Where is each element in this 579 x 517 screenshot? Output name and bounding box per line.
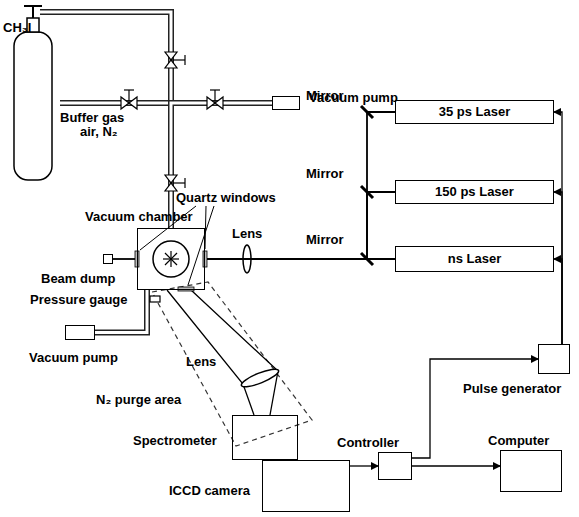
gas-cylinder <box>14 32 52 180</box>
connector <box>554 259 562 344</box>
laser-beam <box>113 259 137 260</box>
connector-line <box>554 259 562 344</box>
part-label: Lens <box>186 354 216 369</box>
controller: Controller <box>378 452 412 480</box>
connector <box>412 466 500 467</box>
laser-beam <box>205 259 395 260</box>
node-label: Spectrometer <box>133 433 217 448</box>
connector <box>554 192 562 344</box>
node-label: Computer <box>488 433 549 448</box>
laser-box: 150 ps Laser <box>395 180 554 204</box>
spectrometer: Spectrometer <box>232 415 298 460</box>
node-label: ns Laser <box>396 247 553 271</box>
connector-line <box>554 112 562 344</box>
node-label: ICCD camera <box>169 483 250 498</box>
part-label: Pressure gauge <box>30 292 128 307</box>
connector <box>167 290 278 415</box>
connector-line <box>113 258 137 260</box>
vacuum-chamber: Vacuum chamber <box>137 228 205 290</box>
node-label: Controller <box>337 435 399 450</box>
inlet-label: Buffer gas <box>60 110 124 125</box>
connector-line <box>205 258 395 260</box>
laser-box: ns Laser <box>395 246 554 272</box>
connector-line <box>350 465 378 466</box>
connector <box>350 466 378 467</box>
node-label: Pulse generator <box>463 381 561 396</box>
node-label: 35 ps Laser <box>396 101 553 123</box>
vacuum-pump: Vacuum pump <box>65 325 95 340</box>
iccd-camera: ICCD camera <box>262 460 350 512</box>
part-label: Mirror <box>306 88 344 103</box>
plasma-region <box>153 241 189 277</box>
valve-symbol <box>121 52 223 191</box>
plasma-spark <box>163 251 179 267</box>
node-label: Vacuum pump <box>29 350 118 365</box>
pulse-generator: Pulse generator <box>538 344 570 374</box>
node-label: Beam dump <box>41 271 115 286</box>
laser-box: 35 ps Laser <box>395 100 554 124</box>
valve-handle <box>124 55 220 188</box>
node-label: 150 ps Laser <box>396 181 553 203</box>
part-label: Mirror <box>306 166 344 181</box>
region-label: N₂ purge area <box>96 392 181 407</box>
connector-line <box>412 465 500 466</box>
part-label: Lens <box>232 226 262 241</box>
lens <box>240 366 281 390</box>
node-label: Vacuum chamber <box>85 209 193 224</box>
part-label: Mirror <box>306 232 344 247</box>
computer: Computer <box>500 450 562 492</box>
pressure-gauge <box>150 296 160 302</box>
vacuum-pump: Vacuum pump <box>272 96 300 110</box>
connector-line <box>205 112 395 259</box>
beam-dump: Beam dump <box>103 254 113 264</box>
connector-line <box>554 192 562 344</box>
connector-line <box>167 290 278 415</box>
laser-beam <box>205 112 395 259</box>
part-label: Quartz windows <box>176 190 276 205</box>
connector <box>554 112 562 344</box>
gas-name: CH₃I <box>3 20 31 35</box>
cylinder-handle <box>32 6 34 18</box>
inlet-label: air, N₂ <box>80 124 118 139</box>
quartz-window <box>135 251 207 291</box>
gas-pipe <box>40 12 171 104</box>
